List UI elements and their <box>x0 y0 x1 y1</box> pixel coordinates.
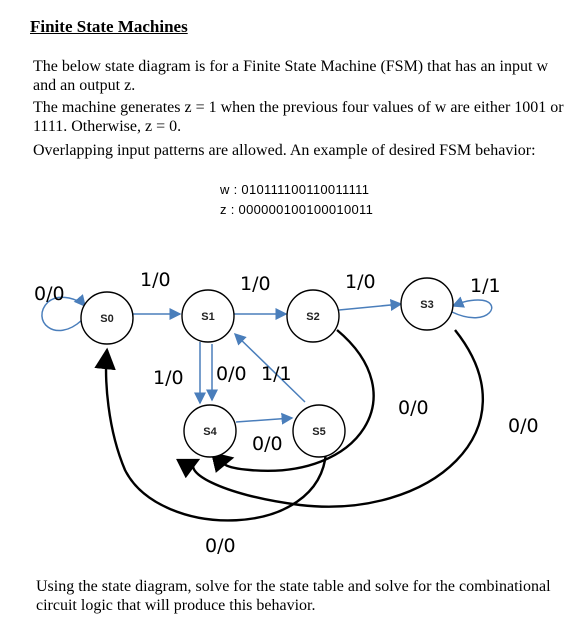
label-s3-s4: 0/0 <box>508 415 539 437</box>
label-s1-s2: 1/0 <box>240 273 271 295</box>
state-s1: S1 <box>181 289 235 343</box>
edge-s0-self <box>41 294 86 332</box>
label-s0-s1: 1/0 <box>140 269 171 291</box>
edge-s3-self <box>451 296 493 319</box>
edge-s3-s4 <box>175 329 485 508</box>
label-s5-s1: 1/1 <box>261 363 292 385</box>
state-s0-label: S0 <box>100 313 113 325</box>
state-s5: S5 <box>292 404 346 458</box>
state-s5-label: S5 <box>312 426 325 438</box>
state-s2-label: S2 <box>306 311 319 323</box>
intro-line-3: Overlapping input patterns are allowed. … <box>33 142 536 159</box>
state-s4-label: S4 <box>203 426 217 438</box>
edge-s4-s5 <box>235 412 294 425</box>
label-s5-s0: 0/0 <box>205 535 236 557</box>
label-s0-self: 0/0 <box>34 283 65 305</box>
edge-s5-s1 <box>233 332 306 403</box>
page-title: Finite State Machines <box>30 17 188 36</box>
edge-s5-s0 <box>94 347 328 522</box>
outro-text: Using the state diagram, solve for the s… <box>36 578 551 614</box>
state-s4: S4 <box>183 404 237 458</box>
state-s3: S3 <box>400 277 454 331</box>
label-s2-s3: 1/0 <box>345 271 376 293</box>
state-s1-label: S1 <box>201 311 214 323</box>
label-s2-s4: 0/0 <box>398 397 429 419</box>
label-s3-self: 1/1 <box>470 275 501 297</box>
label-s1-s4-right: 0/0 <box>216 363 247 385</box>
example-w-sequence: w : 010111100110011111 <box>220 182 370 197</box>
edge-s2-s4 <box>210 329 375 473</box>
example-z-sequence: z : 000000100100010011 <box>220 202 374 217</box>
intro-line-1: The below state diagram is for a Finite … <box>33 58 548 94</box>
state-s2: S2 <box>286 289 340 343</box>
label-s1-s4-left: 1/0 <box>153 367 184 389</box>
edge-s2-s3 <box>338 299 403 311</box>
state-s3-label: S3 <box>420 299 433 311</box>
intro-line-2: The machine generates z = 1 when the pre… <box>33 99 564 135</box>
state-s0: S0 <box>80 291 134 345</box>
label-s4-s5: 0/0 <box>252 433 283 455</box>
